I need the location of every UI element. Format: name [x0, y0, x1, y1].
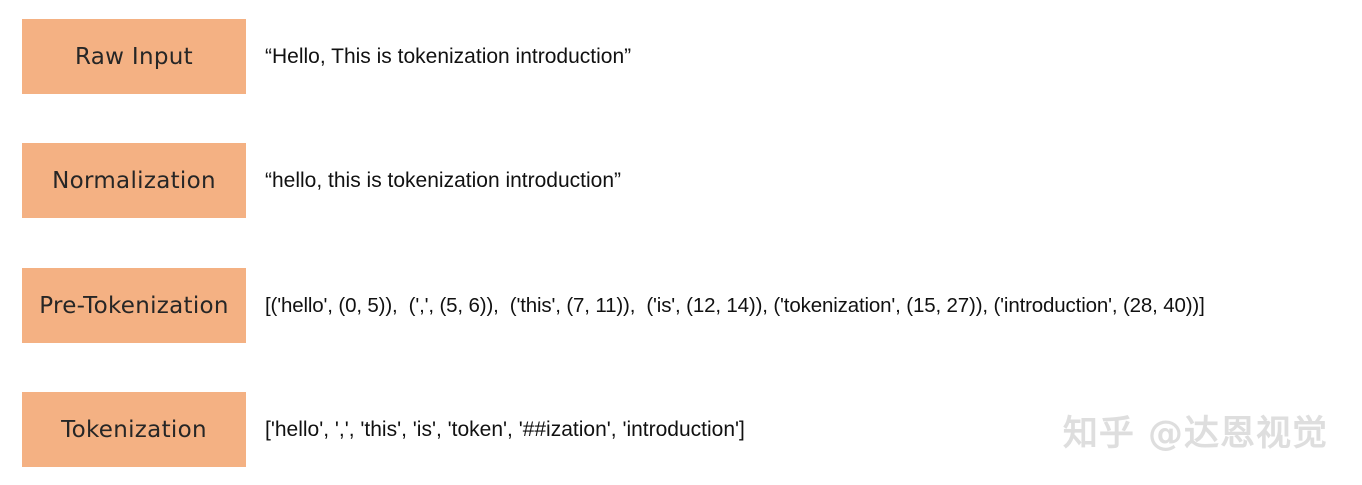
stage-row-normalization: Normalization “hello, this is tokenizati… — [22, 143, 621, 218]
stage-output-normalization: “hello, this is tokenization introductio… — [265, 168, 622, 192]
stage-row-raw-input: Raw Input “Hello, This is tokenization i… — [22, 19, 631, 94]
stage-row-tokenization: Tokenization ['hello', ',', 'this', 'is'… — [22, 392, 745, 467]
stage-row-pre-tokenization: Pre-Tokenization [('hello', (0, 5)), (',… — [22, 268, 1205, 343]
stage-label-pre-tokenization: Pre-Tokenization — [39, 292, 229, 319]
stage-box-normalization: Normalization — [22, 143, 246, 218]
stage-label-raw-input: Raw Input — [75, 43, 193, 70]
stage-box-raw-input: Raw Input — [22, 19, 246, 94]
stage-label-tokenization: Tokenization — [61, 416, 207, 443]
watermark: 知乎 @达恩视觉 — [1062, 414, 1328, 454]
stage-output-pre-tokenization: [('hello', (0, 5)), (',', (5, 6)), ('thi… — [265, 293, 1205, 317]
stage-box-tokenization: Tokenization — [22, 392, 246, 467]
stage-box-pre-tokenization: Pre-Tokenization — [22, 268, 246, 343]
stage-output-tokenization: ['hello', ',', 'this', 'is', 'token', '#… — [265, 417, 745, 441]
stage-output-raw-input: “Hello, This is tokenization introductio… — [265, 44, 632, 68]
stage-label-normalization: Normalization — [52, 167, 216, 194]
